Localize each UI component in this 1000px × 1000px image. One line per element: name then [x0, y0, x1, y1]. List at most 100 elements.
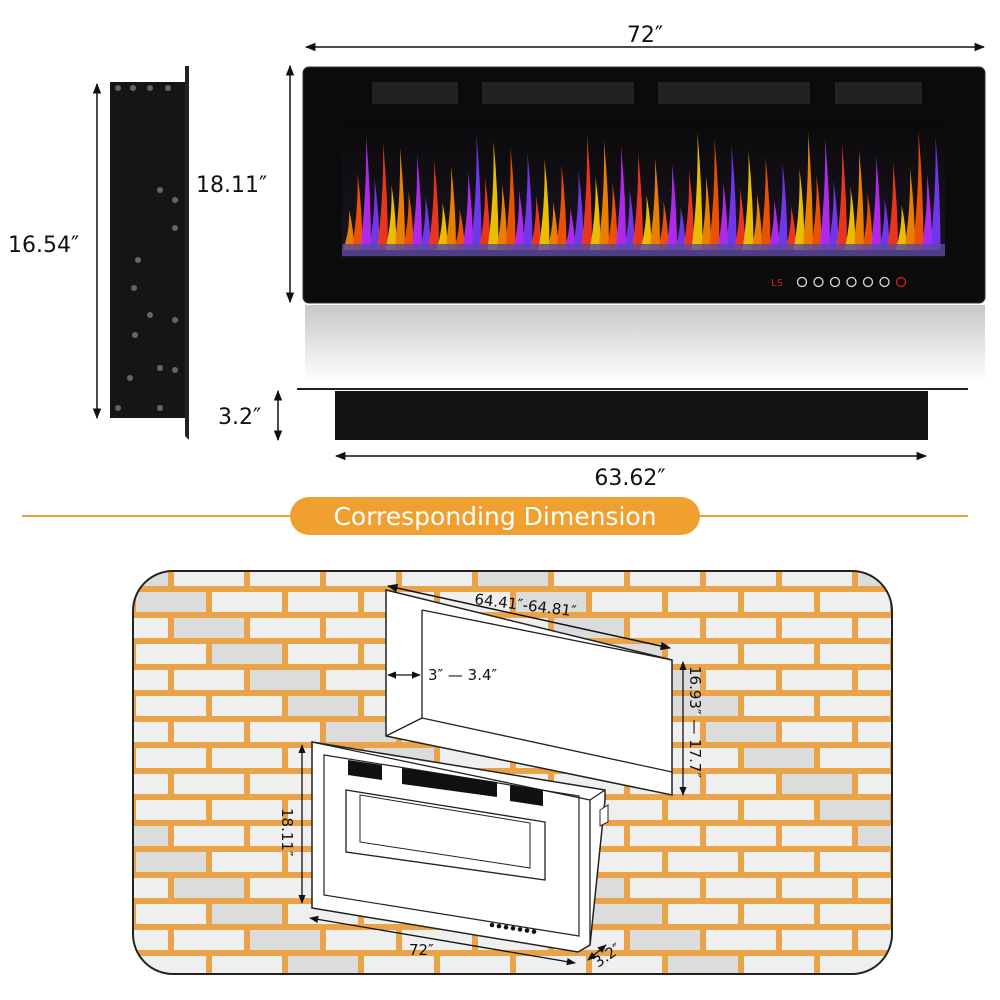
screw-icon [172, 317, 178, 323]
brick [133, 774, 168, 794]
brick [133, 670, 168, 690]
vent [482, 82, 634, 104]
control-button-icon [895, 276, 907, 288]
control-button-icon [796, 276, 808, 288]
brick [668, 644, 738, 664]
brick [554, 571, 624, 586]
brick [133, 826, 168, 846]
brick [212, 696, 282, 716]
brick [858, 878, 892, 898]
flame [564, 208, 575, 250]
brick [174, 571, 244, 586]
brick [858, 618, 892, 638]
brick [250, 774, 320, 794]
screw-icon [135, 257, 141, 263]
control-dot-icon [510, 926, 516, 931]
flame [700, 176, 711, 250]
height-dimension: 18.11″ [196, 64, 295, 304]
brick [326, 670, 396, 690]
brick [706, 826, 776, 846]
brick [592, 852, 662, 872]
brick [782, 826, 852, 846]
flame [725, 145, 737, 250]
brick [174, 722, 244, 742]
brick [858, 930, 892, 950]
vent [658, 82, 810, 104]
flame [462, 172, 473, 250]
vent [372, 82, 458, 104]
flame [785, 206, 796, 250]
flame [742, 151, 754, 250]
brick [592, 592, 662, 612]
flame [904, 168, 915, 250]
brick [326, 618, 396, 638]
control-display: LS [771, 278, 783, 289]
brick [133, 930, 168, 950]
flame [606, 183, 618, 250]
unit-height-label: 18.11″ [278, 808, 296, 857]
brick [782, 571, 852, 586]
control-button-icon [813, 276, 824, 288]
brick [174, 826, 244, 846]
brick [212, 852, 282, 872]
brick [326, 930, 396, 950]
opening-height-label: 16.93″ — 17.7″ [686, 666, 704, 778]
flame [572, 171, 584, 250]
brick [212, 644, 282, 664]
flame [649, 158, 660, 250]
unit-drawing: 18.11″ 72″ 3.2″ [278, 741, 625, 971]
flame [870, 156, 881, 250]
flame [793, 169, 805, 250]
flame [887, 162, 898, 250]
brick [782, 930, 852, 950]
brick [706, 571, 776, 586]
brick [136, 904, 206, 924]
brick [136, 644, 206, 664]
brick [250, 571, 320, 586]
screw-icon [172, 367, 178, 373]
flame [844, 187, 856, 250]
flame [385, 185, 397, 250]
flame [921, 174, 932, 250]
opening-depth-label: 3″ — 3.4″ [428, 666, 498, 684]
brick [174, 618, 244, 638]
width-dimension: 72″ [304, 23, 986, 52]
brick [668, 956, 738, 974]
flame [734, 188, 745, 250]
brick [133, 722, 168, 742]
brick [402, 571, 472, 586]
brick [744, 904, 814, 924]
brick [250, 670, 320, 690]
brick [706, 930, 776, 950]
brick [478, 571, 548, 586]
flame [555, 165, 567, 250]
flame [853, 150, 864, 250]
brick [133, 618, 168, 638]
side-height-label: 16.54″ [8, 233, 79, 258]
section-title: Corresponding Dimension [333, 502, 656, 531]
section-banner: Corresponding Dimension [22, 497, 968, 535]
flame [912, 131, 924, 250]
brick [782, 722, 852, 742]
flame [674, 207, 686, 250]
brick [744, 696, 814, 716]
brick [782, 774, 852, 794]
brick [706, 774, 776, 794]
brick [136, 852, 206, 872]
crystal-bed [342, 244, 945, 256]
brick [706, 878, 776, 898]
reflection [305, 305, 985, 383]
flame [496, 184, 507, 250]
control-button-icon [829, 276, 841, 288]
flame [683, 170, 694, 250]
flame [623, 189, 635, 250]
flame [419, 197, 431, 250]
screw-icon [132, 332, 138, 338]
brick [820, 904, 890, 924]
brick [592, 904, 662, 924]
flame [640, 195, 652, 250]
flame [759, 157, 771, 250]
control-dot-icon [517, 927, 523, 932]
height-label: 18.11″ [196, 173, 267, 198]
